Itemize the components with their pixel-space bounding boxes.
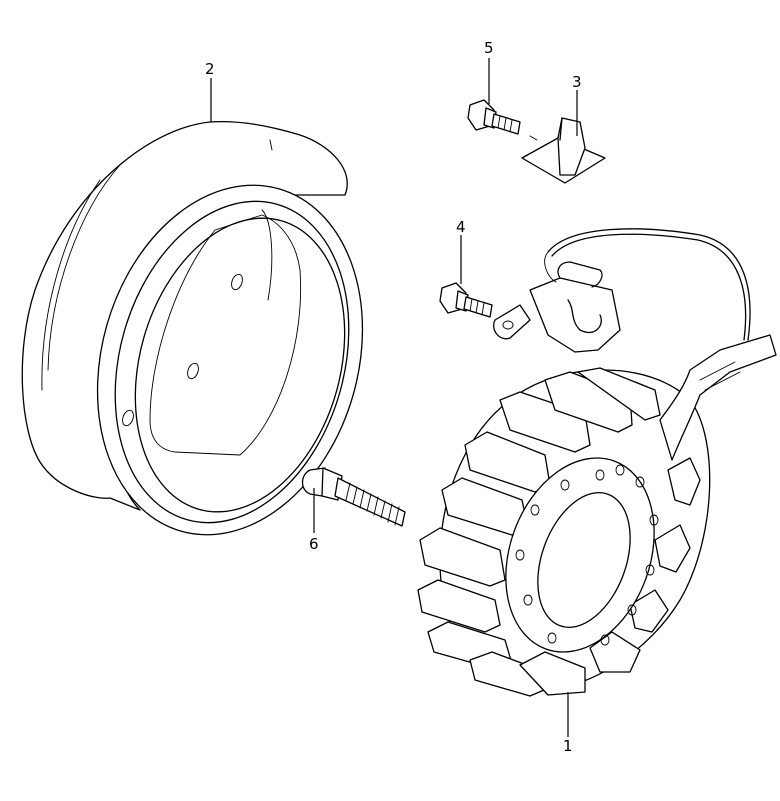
long-bolt bbox=[301, 467, 406, 527]
leader-lines bbox=[210, 58, 578, 737]
callout-3: 3 bbox=[572, 73, 582, 91]
rotor-ring bbox=[21, 120, 364, 536]
callout-5: 5 bbox=[484, 39, 494, 57]
small-bolt-5 bbox=[467, 99, 521, 135]
callout-2: 2 bbox=[205, 60, 215, 78]
clamp-bracket-3 bbox=[521, 117, 606, 184]
callout-1: 1 bbox=[563, 737, 573, 755]
pickup-coil bbox=[493, 228, 751, 353]
callout-4: 4 bbox=[456, 218, 466, 236]
stator bbox=[417, 334, 777, 697]
small-bolt-4 bbox=[439, 282, 493, 318]
callout-6: 6 bbox=[309, 535, 319, 553]
